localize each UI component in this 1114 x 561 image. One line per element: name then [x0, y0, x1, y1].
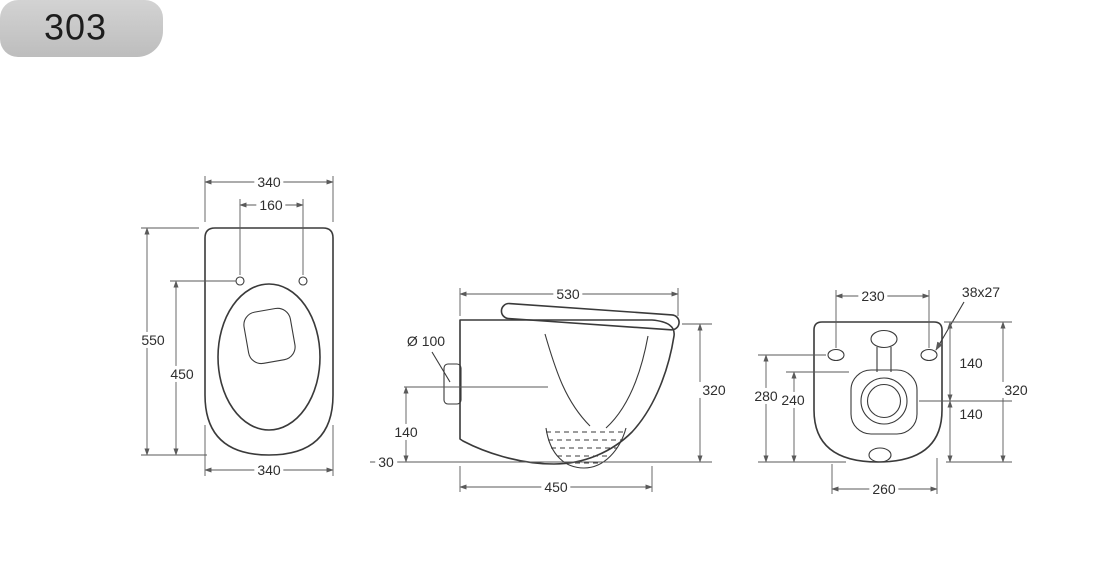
dim-side-height: 320	[699, 381, 729, 399]
trap-curve	[545, 427, 627, 469]
bowl-inner-front-curve	[605, 335, 649, 429]
side-view-body-outline	[459, 319, 675, 465]
rear-view-body-outline	[813, 321, 943, 463]
dim-top-hole-spacing: 160	[256, 196, 286, 214]
drain-inner-circle	[866, 383, 902, 419]
dim-side-outlet-height: 140	[391, 423, 421, 441]
dim-rear-hole-size: 38x27	[958, 283, 1004, 301]
side-view-dimensions	[370, 288, 712, 492]
drain-outer-circle	[860, 377, 908, 425]
dim-rear-height-left: 280	[751, 387, 781, 405]
dim-top-inner-depth: 450	[167, 365, 197, 383]
dim-rear-width-bottom: 260	[869, 480, 899, 498]
model-number: 303	[44, 5, 108, 47]
seat-lid-profile	[500, 302, 680, 331]
dim-top-overall-depth: 550	[138, 331, 168, 349]
drain-boss	[850, 369, 918, 435]
dim-rear-center-to-bottom: 140	[956, 405, 986, 423]
water-inlet-hole	[870, 329, 898, 349]
dim-rear-overall-height: 320	[1001, 381, 1031, 399]
dim-side-depth-bottom: 450	[541, 478, 571, 496]
bottom-drain-hole	[868, 447, 892, 463]
model-banner: 303	[0, 0, 163, 57]
dim-side-depth-top: 530	[553, 285, 583, 303]
dim-rear-top-to-center: 140	[956, 354, 986, 372]
bowl-inner-rear-curve	[544, 333, 591, 427]
dim-rear-height-inner: 240	[778, 391, 808, 409]
dim-top-width-top: 340	[254, 173, 284, 191]
water-surface	[243, 307, 296, 365]
top-view	[141, 176, 334, 476]
top-view-body-outline	[204, 227, 334, 456]
outlet-leader-line	[431, 351, 451, 383]
seat-opening	[217, 283, 321, 431]
dim-rear-hole-spacing: 230	[858, 287, 888, 305]
water-hatch	[546, 431, 626, 464]
top-view-dimensions	[141, 176, 334, 476]
dim-side-outlet-diameter: Ø 100	[403, 332, 449, 350]
wall-fixing-holes	[827, 348, 938, 362]
side-view	[370, 288, 712, 492]
dim-side-floor-gap: 30	[375, 453, 397, 471]
dim-top-width-bottom: 340	[254, 461, 284, 479]
outlet-spigot	[443, 363, 462, 405]
